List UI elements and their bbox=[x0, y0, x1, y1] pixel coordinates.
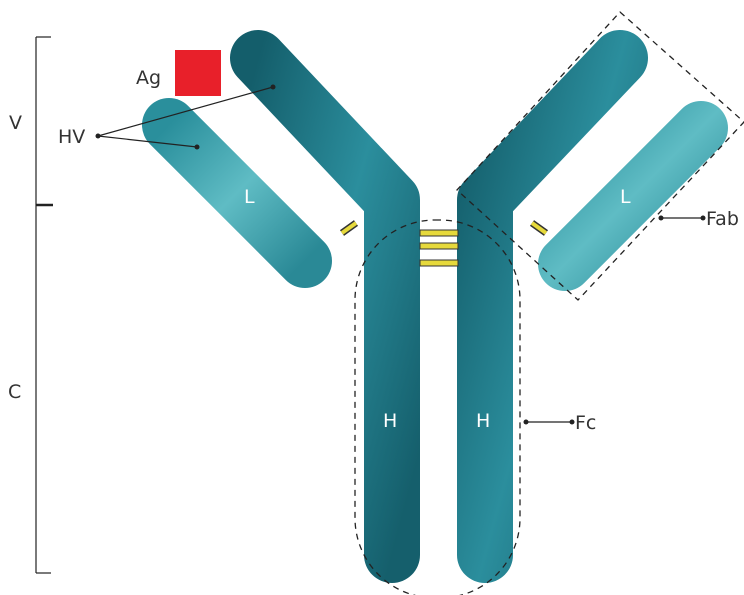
fc-label: Fc bbox=[575, 412, 596, 434]
variable-region-label: V bbox=[9, 112, 22, 134]
hv-leader-light-dot bbox=[195, 145, 200, 150]
hv-label: HV bbox=[58, 126, 85, 148]
fc-leader-dot bbox=[524, 420, 529, 425]
heavy-chain-left-label: H bbox=[383, 410, 397, 432]
fab-leader-end bbox=[701, 216, 706, 221]
hv-leader-heavy-dot bbox=[271, 85, 276, 90]
light-chain-right-label: L bbox=[620, 186, 631, 208]
hinge-bond-1 bbox=[420, 230, 458, 236]
antigen-square bbox=[175, 50, 221, 96]
light-chain-left-body bbox=[169, 125, 305, 261]
heavy-chain-right bbox=[485, 58, 620, 555]
fc-leader-end bbox=[570, 420, 575, 425]
constant-region-label: C bbox=[8, 381, 21, 403]
light-chain-left-label: L bbox=[244, 186, 255, 208]
fab-label: Fab bbox=[706, 208, 739, 230]
light-chain-right bbox=[565, 128, 701, 264]
region-bracket bbox=[36, 37, 53, 573]
antigen-label: Ag bbox=[136, 67, 161, 89]
hinge-bond-3 bbox=[420, 260, 458, 266]
heavy-chain-right-label: H bbox=[476, 410, 490, 432]
light-chain-left bbox=[169, 125, 305, 261]
hinge-bond-2 bbox=[420, 243, 458, 249]
fab-leader-dot bbox=[659, 216, 664, 221]
light-chain-right-body bbox=[565, 128, 701, 264]
heavy-chain-left bbox=[258, 58, 392, 555]
